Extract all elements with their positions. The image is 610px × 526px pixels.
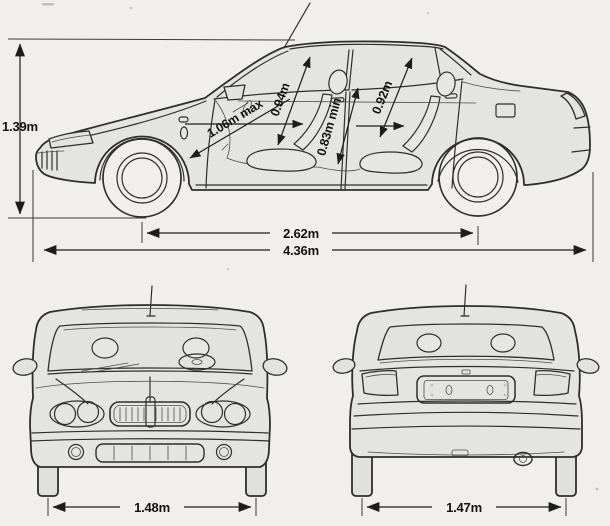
rear-right-mirror — [576, 358, 600, 374]
front-windshield — [47, 322, 253, 372]
front-details — [12, 285, 288, 463]
rear-seat-back — [402, 95, 441, 153]
front-interior-max-arrow — [189, 98, 291, 159]
license-plate-recess — [416, 375, 516, 404]
boot-badge — [461, 369, 471, 375]
front-left-mirror — [12, 358, 38, 376]
paper-specks — [42, 3, 599, 491]
steering-wheel — [178, 353, 216, 371]
rear-view: 1.47m — [332, 284, 600, 516]
side-front-wheel — [102, 138, 182, 218]
front-left-headrest — [91, 337, 119, 359]
headlight — [76, 400, 100, 424]
length-label: 4.36m — [283, 243, 319, 258]
front-headroom-arrow — [277, 56, 311, 146]
license-plate — [423, 380, 509, 400]
fog-light — [215, 443, 233, 461]
rear-interior-min-arrow — [336, 87, 360, 165]
wheelbase-label: 2.62m — [283, 226, 319, 241]
headlight — [53, 402, 77, 426]
headlight — [200, 400, 224, 424]
rear-seat-cushion — [359, 151, 423, 174]
exhaust-pipe — [513, 451, 533, 467]
front-view: 1.48m — [12, 285, 288, 516]
rear-headrest — [436, 71, 456, 97]
headlight — [223, 402, 247, 426]
rear-right-taillight — [533, 369, 571, 397]
front-track-dimension: 1.48m — [47, 498, 257, 516]
front-grille — [109, 401, 191, 427]
grille-badge — [145, 396, 156, 428]
front-track-label: 1.48m — [134, 500, 170, 515]
side-view: 1.06m max 0.94m 0.83m min 0.92m 1.39m 2.… — [2, 2, 594, 262]
front-seat-cushion — [246, 148, 317, 172]
rear-details — [332, 284, 600, 467]
rear-track-label: 1.47m — [446, 500, 482, 515]
rear-right-headrest — [490, 333, 516, 353]
rear-track-dimension: 1.47m — [361, 498, 567, 516]
height-label: 1.39m — [2, 119, 38, 134]
front-right-mirror — [262, 358, 288, 376]
fog-light — [67, 443, 85, 461]
rear-headroom-arrow — [379, 57, 413, 138]
front-right-headrest — [182, 337, 210, 359]
rear-window — [377, 323, 555, 361]
side-exterior-dimensions: 1.39m 2.62m 4.36m — [2, 38, 594, 262]
rear-left-headrest — [416, 333, 442, 353]
tow-hook-cover — [451, 449, 469, 457]
front-lower-grille — [95, 443, 205, 463]
rear-left-taillight — [361, 369, 399, 397]
rear-left-mirror — [332, 358, 356, 374]
